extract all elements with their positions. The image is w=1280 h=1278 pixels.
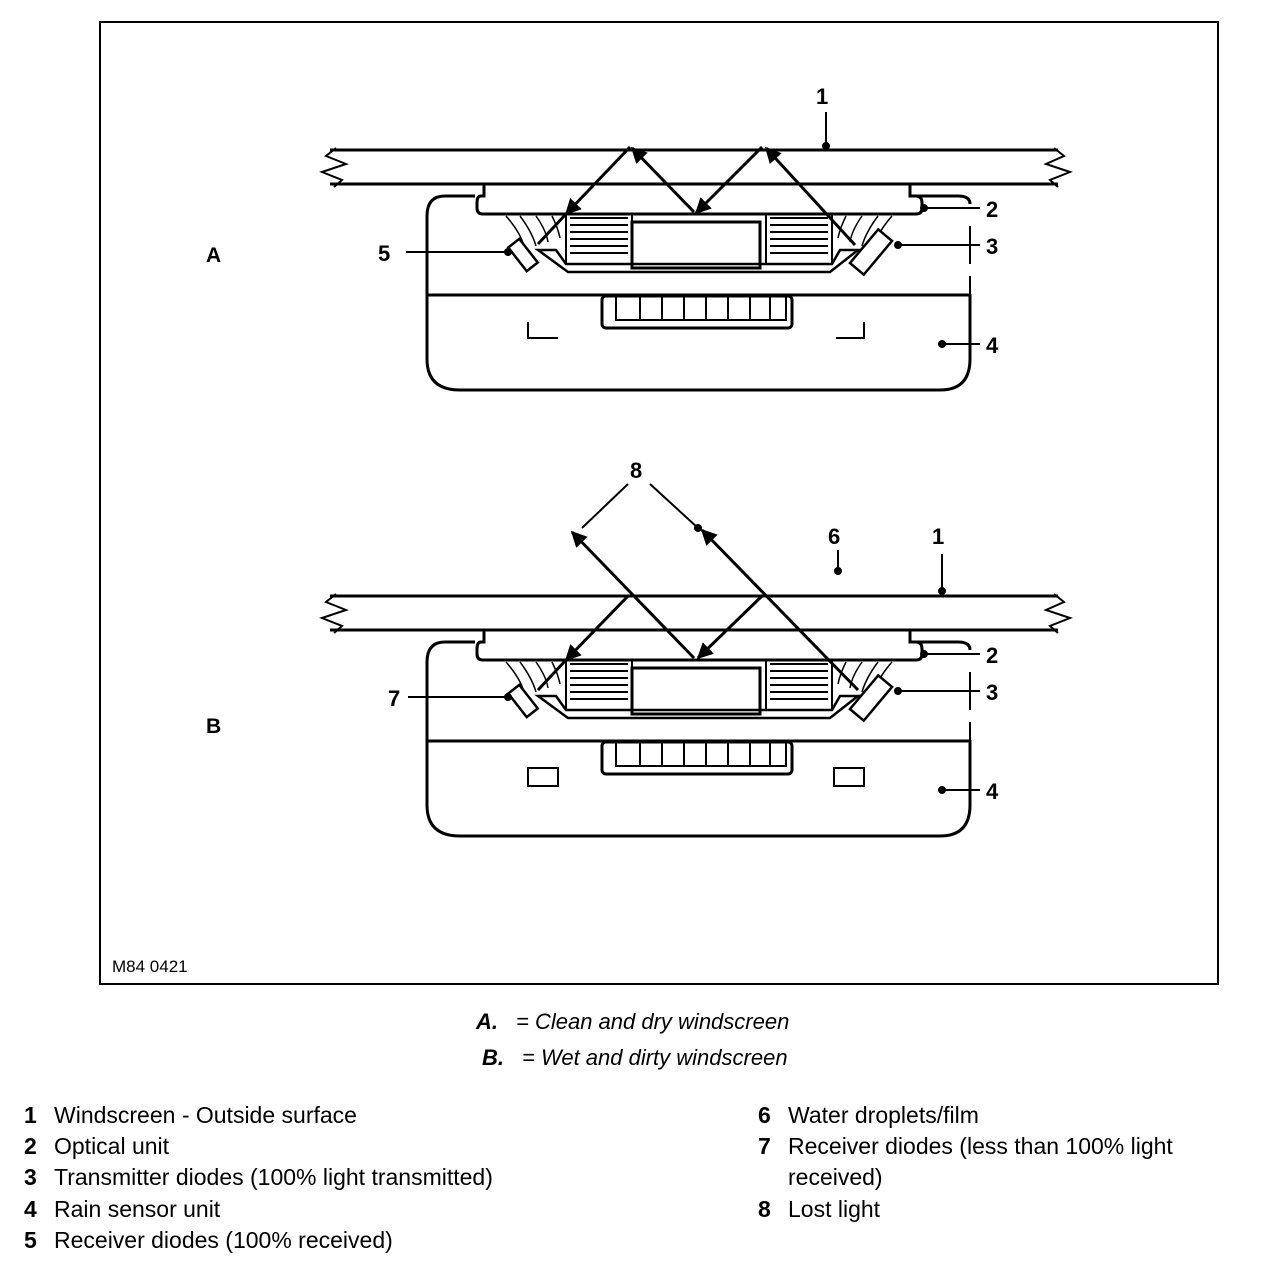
callout-a-1: 1 xyxy=(816,84,828,109)
windscreen-b xyxy=(319,593,1073,634)
caption-b-letter: B. xyxy=(482,1045,504,1070)
legend-text: Transmitter diodes (100% light transmitt… xyxy=(54,1164,493,1190)
legend-text: Windscreen - Outside surface xyxy=(54,1102,357,1128)
legend-text: Receiver diodes (100% received) xyxy=(54,1227,393,1253)
legend-text: Receiver diodes (less than 100% light xyxy=(788,1133,1173,1159)
callouts-b xyxy=(408,483,980,794)
sensor-unit-a xyxy=(425,182,972,392)
panel-a: A xyxy=(206,84,1073,392)
legend-num: 7 xyxy=(758,1133,771,1159)
legend-num: 4 xyxy=(24,1196,37,1222)
callout-labels-b: 8 6 1 2 3 7 4 xyxy=(388,458,999,804)
legend-num: 3 xyxy=(24,1164,37,1190)
callout-b-7: 7 xyxy=(388,686,400,711)
callout-a-5: 5 xyxy=(378,241,390,266)
callout-a-2: 2 xyxy=(986,197,998,222)
callout-labels-a: 1 2 3 4 5 xyxy=(378,84,999,358)
caption-a-letter: A. xyxy=(476,1009,498,1034)
callout-b-1: 1 xyxy=(932,524,944,549)
callout-a-4: 4 xyxy=(986,333,999,358)
callout-b-4: 4 xyxy=(986,779,999,804)
callout-a-3: 3 xyxy=(986,234,998,259)
windscreen-a xyxy=(319,147,1073,188)
light-path-b xyxy=(536,528,860,692)
legend-num: 1 xyxy=(24,1102,37,1128)
legend-num: 2 xyxy=(24,1133,37,1159)
figure-ref-code: M84 0421 xyxy=(112,957,188,976)
figure-frame xyxy=(99,21,1219,985)
panel-b: B xyxy=(206,458,1073,838)
legend-num: 5 xyxy=(24,1227,37,1253)
panel-a-label: A xyxy=(206,244,221,267)
legend-num: 6 xyxy=(758,1102,771,1128)
legend-text: Lost light xyxy=(788,1196,881,1222)
callout-b-3: 3 xyxy=(986,680,998,705)
rain-sensor-diagram: A xyxy=(99,21,1219,985)
legend-num: 8 xyxy=(758,1196,771,1222)
sensor-unit-b xyxy=(425,628,972,838)
legend-text: received) xyxy=(788,1164,883,1190)
light-path-a xyxy=(536,145,857,247)
legend-text: Water droplets/film xyxy=(788,1102,979,1128)
callout-b-6: 6 xyxy=(828,524,840,549)
panel-b-label: B xyxy=(206,715,221,738)
legend-text: Optical unit xyxy=(54,1133,170,1159)
caption-a-text: = Clean and dry windscreen xyxy=(516,1009,790,1034)
legend-text: Rain sensor unit xyxy=(54,1196,221,1222)
callouts-a xyxy=(406,112,980,348)
callout-b-2: 2 xyxy=(986,643,998,668)
caption-b-text: = Wet and dirty windscreen xyxy=(522,1045,788,1070)
callout-b-8: 8 xyxy=(630,458,642,483)
